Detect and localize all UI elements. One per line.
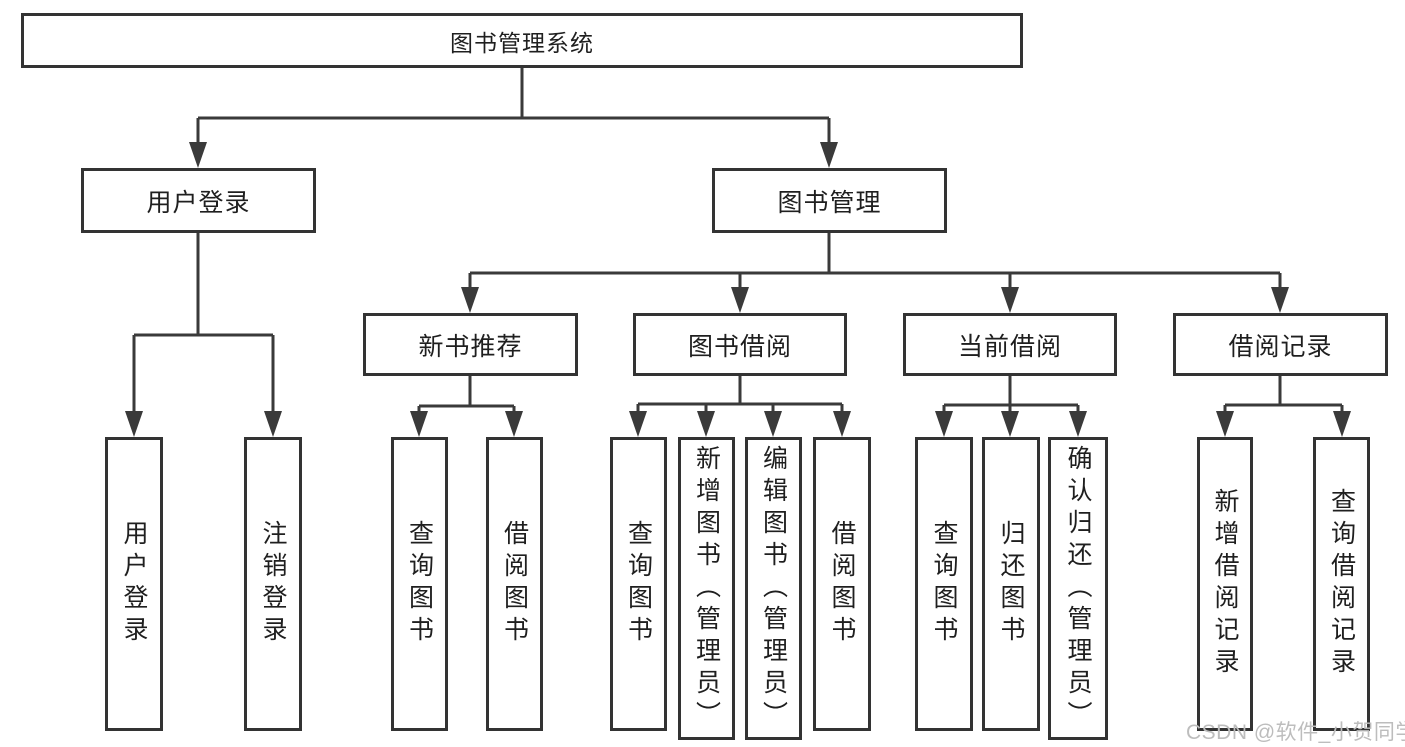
leaf-query-borrow-record: 查询借阅记录 bbox=[1313, 437, 1370, 731]
leaf-add-borrow-record-label: 新增借阅记录 bbox=[1211, 488, 1239, 680]
node-root-label: 图书管理系统 bbox=[450, 29, 594, 56]
connector-current-borrowing bbox=[942, 376, 1080, 415]
leaf-query-books-recommend: 查询图书 bbox=[391, 437, 448, 731]
leaf-confirm-return-admin: 确认归还（管理员） bbox=[1048, 437, 1108, 740]
node-new-book-recommend-label: 新书推荐 bbox=[418, 332, 523, 361]
leaf-query-books-borrowing: 查询图书 bbox=[610, 437, 667, 731]
leaf-user-login: 用户登录 bbox=[105, 437, 163, 731]
leaf-user-login-label: 用户登录 bbox=[120, 520, 148, 648]
leaf-logout-label: 注销登录 bbox=[259, 520, 287, 648]
watermark-text: CSDN @软件_小贺同学 bbox=[1186, 721, 1405, 744]
leaf-borrow-books: 借阅图书 bbox=[813, 437, 871, 731]
node-book-borrowing-label: 图书借阅 bbox=[687, 332, 792, 361]
node-borrowing-records: 借阅记录 bbox=[1173, 313, 1388, 376]
leaf-add-books-admin-label: 新增图书（管理员） bbox=[692, 444, 721, 733]
node-book-borrowing: 图书借阅 bbox=[633, 313, 847, 376]
leaf-query-books-borrowing-label: 查询图书 bbox=[624, 520, 653, 648]
node-root: 图书管理系统 bbox=[21, 13, 1023, 68]
node-user-login-label: 用户登录 bbox=[146, 188, 251, 217]
leaf-query-books-current-label: 查询图书 bbox=[930, 520, 958, 648]
leaf-return-books-label: 归还图书 bbox=[997, 520, 1025, 648]
leaf-borrow-books-recommend-label: 借阅图书 bbox=[500, 520, 529, 648]
leaf-borrow-books-recommend: 借阅图书 bbox=[486, 437, 543, 731]
leaf-borrow-books-label: 借阅图书 bbox=[828, 520, 856, 648]
node-book-management-label: 图书管理 bbox=[777, 188, 882, 217]
arrowheads bbox=[125, 142, 1351, 437]
node-current-borrowing-label: 当前借阅 bbox=[957, 332, 1062, 361]
connector-book-borrowing bbox=[636, 376, 844, 415]
leaf-confirm-return-admin-label: 确认归还（管理员） bbox=[1064, 444, 1092, 733]
leaf-return-books: 归还图书 bbox=[982, 437, 1040, 731]
connector-borrowing-records bbox=[1223, 376, 1344, 415]
connector-new-book-recommend bbox=[417, 376, 516, 415]
node-borrowing-records-label: 借阅记录 bbox=[1228, 332, 1333, 361]
node-current-borrowing: 当前借阅 bbox=[903, 313, 1117, 376]
connector-user-login bbox=[132, 233, 275, 415]
node-new-book-recommend: 新书推荐 bbox=[363, 313, 578, 376]
leaf-add-borrow-record: 新增借阅记录 bbox=[1197, 437, 1253, 731]
connector-root bbox=[196, 68, 831, 146]
node-user-login: 用户登录 bbox=[81, 168, 316, 233]
leaf-query-books-current: 查询图书 bbox=[915, 437, 973, 731]
leaf-edit-books-admin: 编辑图书（管理员） bbox=[745, 437, 802, 740]
node-book-management: 图书管理 bbox=[712, 168, 947, 233]
leaf-logout: 注销登录 bbox=[244, 437, 302, 731]
leaf-query-borrow-record-label: 查询借阅记录 bbox=[1327, 488, 1356, 680]
leaf-add-books-admin: 新增图书（管理员） bbox=[678, 437, 735, 740]
connector-book-management bbox=[468, 233, 1282, 291]
leaf-edit-books-admin-label: 编辑图书（管理员） bbox=[759, 444, 788, 733]
leaf-query-books-recommend-label: 查询图书 bbox=[405, 520, 434, 648]
